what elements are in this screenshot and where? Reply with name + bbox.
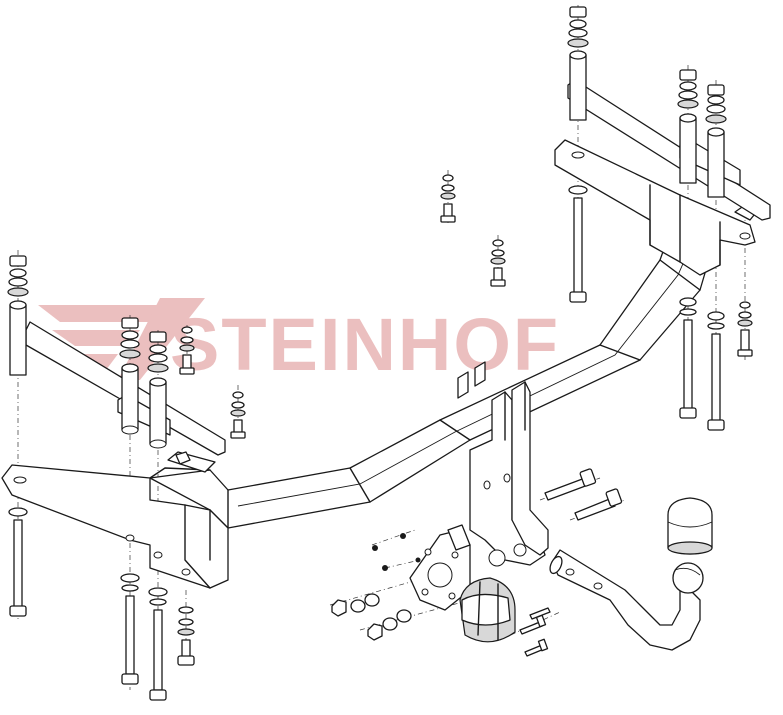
left-support-bar (9, 300, 226, 456)
fastener-stack-top-left (7, 255, 169, 373)
brand-watermark: STEINHOF ® (38, 298, 721, 386)
fastener-stack-top-right (567, 6, 727, 124)
small-bolt-group (179, 174, 753, 439)
right-support-bar (567, 50, 771, 221)
left-mounting-plate (1, 451, 229, 589)
tow-ball-neck (549, 549, 704, 651)
tow-ball-cap (667, 497, 713, 555)
socket-fasteners (331, 533, 551, 657)
long-bolt-group (8, 185, 725, 701)
electrical-socket (459, 577, 516, 643)
electrical-socket-bracket (409, 524, 471, 611)
brand-name: STEINHOF (170, 303, 560, 386)
hitch-bolts (544, 468, 623, 521)
hitch-side-plates (469, 381, 549, 567)
right-mounting-plate (554, 139, 759, 276)
